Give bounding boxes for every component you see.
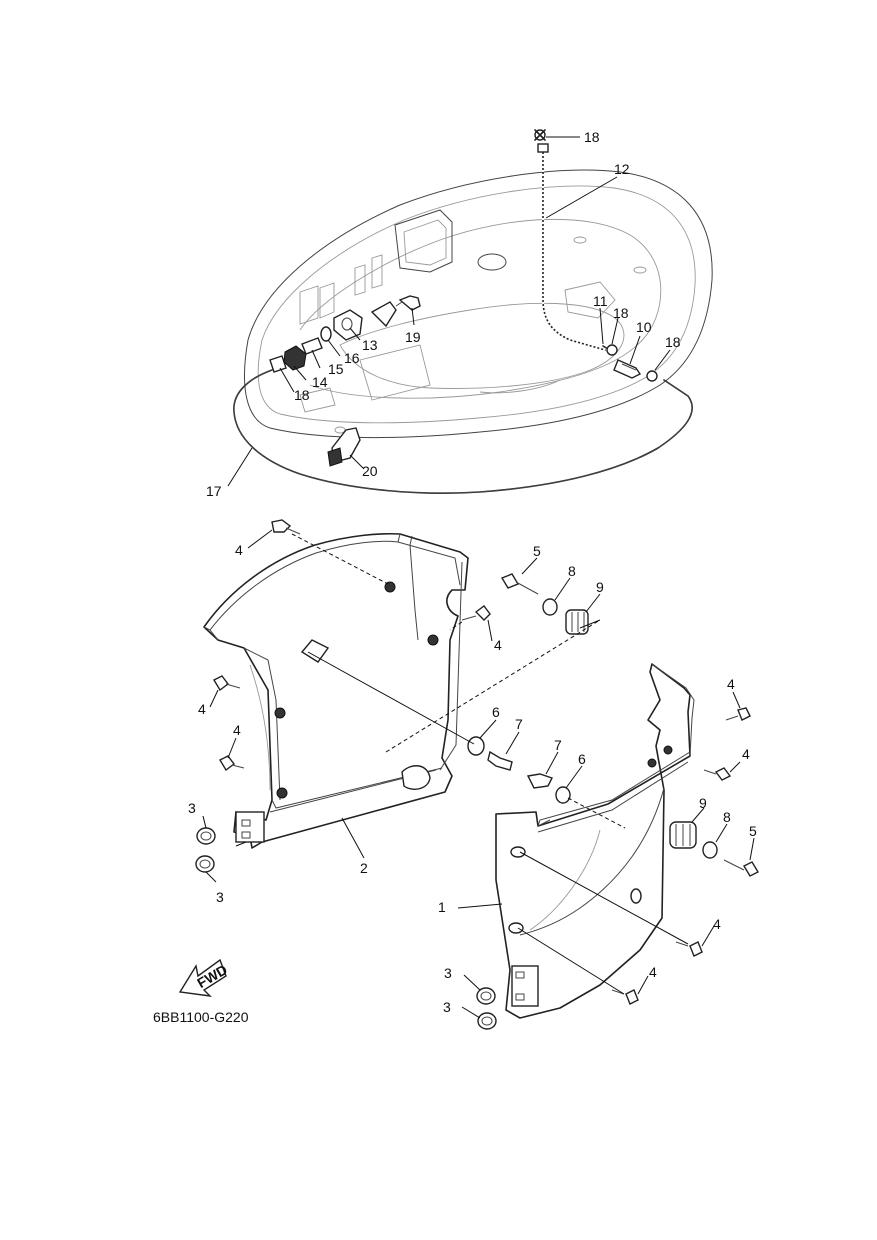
- callout-4: 4: [713, 916, 721, 932]
- part-4-bolt-b: [461, 605, 491, 621]
- callout-19: 19: [405, 329, 421, 345]
- part-16-washer: [320, 326, 332, 342]
- callout-3: 3: [216, 889, 224, 905]
- part-18-clip-right-a: [606, 344, 618, 356]
- part-18-clip-right-b: [646, 370, 658, 382]
- part-18-clip-top: [534, 129, 546, 141]
- callout-8: 8: [723, 809, 731, 825]
- callout-18: 18: [613, 305, 629, 321]
- part-3-grommet-c: [476, 987, 496, 1005]
- callout-4: 4: [235, 542, 243, 558]
- callout-4: 4: [233, 722, 241, 738]
- callout-3: 3: [443, 999, 451, 1015]
- callout-3: 3: [188, 800, 196, 816]
- part-4-bolt-h: [611, 989, 639, 1005]
- part-4-bolt-c: [213, 675, 241, 692]
- callout-11: 11: [593, 293, 608, 309]
- part-14-nut: [283, 345, 307, 371]
- callout-3: 3: [444, 965, 452, 981]
- callout-5: 5: [749, 823, 757, 839]
- part-9-mount-b: [669, 821, 697, 849]
- part-9-mount-a: [565, 609, 589, 635]
- part-4-bolt-g: [675, 941, 703, 957]
- callout-1: 1: [438, 899, 446, 915]
- part-3-grommet-b: [195, 855, 215, 873]
- callout-20: 20: [362, 463, 378, 479]
- leader-lines: [202, 136, 755, 1019]
- part-8-collar-b: [702, 841, 718, 859]
- part-3-grommet-a: [196, 827, 216, 845]
- callout-15: 15: [328, 361, 344, 377]
- part-3-grommet-d: [477, 1012, 497, 1030]
- callout-6: 6: [578, 751, 586, 767]
- part-5-bolt-a: [500, 573, 539, 595]
- part-4-bolt-e: [725, 707, 751, 721]
- callout-13: 13: [362, 337, 378, 353]
- callout-16: 16: [344, 350, 360, 366]
- part-10-joint: [613, 359, 642, 379]
- part-20-clamp: [327, 427, 361, 467]
- callout-8: 8: [568, 563, 576, 579]
- callout-7: 7: [554, 737, 562, 753]
- part-4-bolt-d: [219, 755, 245, 772]
- callout-4: 4: [727, 676, 735, 692]
- callout-17: 17: [206, 483, 222, 499]
- part-6-grommet-a: [467, 736, 485, 756]
- callout-4: 4: [494, 637, 502, 653]
- callout-18: 18: [584, 129, 600, 145]
- callout-4: 4: [742, 746, 750, 762]
- part-4-bolt-f: [703, 767, 732, 781]
- callout-9: 9: [699, 795, 707, 811]
- part-7-pin-a: [487, 750, 513, 771]
- part-7-pin-b: [526, 773, 553, 789]
- callout-10: 10: [636, 319, 652, 335]
- callout-14: 14: [312, 374, 328, 390]
- callout-4: 4: [198, 701, 206, 717]
- callout-6: 6: [492, 704, 500, 720]
- callout-18: 18: [665, 334, 681, 350]
- part-8-collar-a: [542, 598, 558, 616]
- callout-2: 2: [360, 860, 368, 876]
- callout-5: 5: [533, 543, 541, 559]
- part-18-clip-left: [269, 355, 287, 373]
- part-17-tube: [233, 369, 693, 494]
- fwd-arrow-icon: FWD: [178, 958, 230, 997]
- part-13-connector: [333, 309, 363, 341]
- part-5-bolt-b: [723, 859, 759, 877]
- diagram-code: 6BB1100-G220: [153, 1009, 249, 1025]
- callout-18: 18: [294, 387, 310, 403]
- callout-labels: 18 12 11 18 10 18 19 13 16 15 14 18 20 1…: [188, 129, 757, 1015]
- callout-12: 12: [614, 161, 630, 177]
- part-4-bolt-a: [271, 519, 301, 535]
- part-19-bolt: [395, 295, 421, 311]
- part-bracket: [370, 301, 397, 328]
- part-12-hose: [537, 143, 606, 351]
- callout-4: 4: [649, 964, 657, 980]
- part-6-grommet-b: [555, 786, 571, 804]
- top-cowling: [243, 169, 713, 439]
- part-15-fitting: [301, 337, 323, 355]
- part-1-bottom-cowling-right: [495, 663, 695, 1019]
- callout-9: 9: [596, 579, 604, 595]
- callout-7: 7: [515, 716, 523, 732]
- part-2-bottom-cowling-left: [203, 532, 469, 849]
